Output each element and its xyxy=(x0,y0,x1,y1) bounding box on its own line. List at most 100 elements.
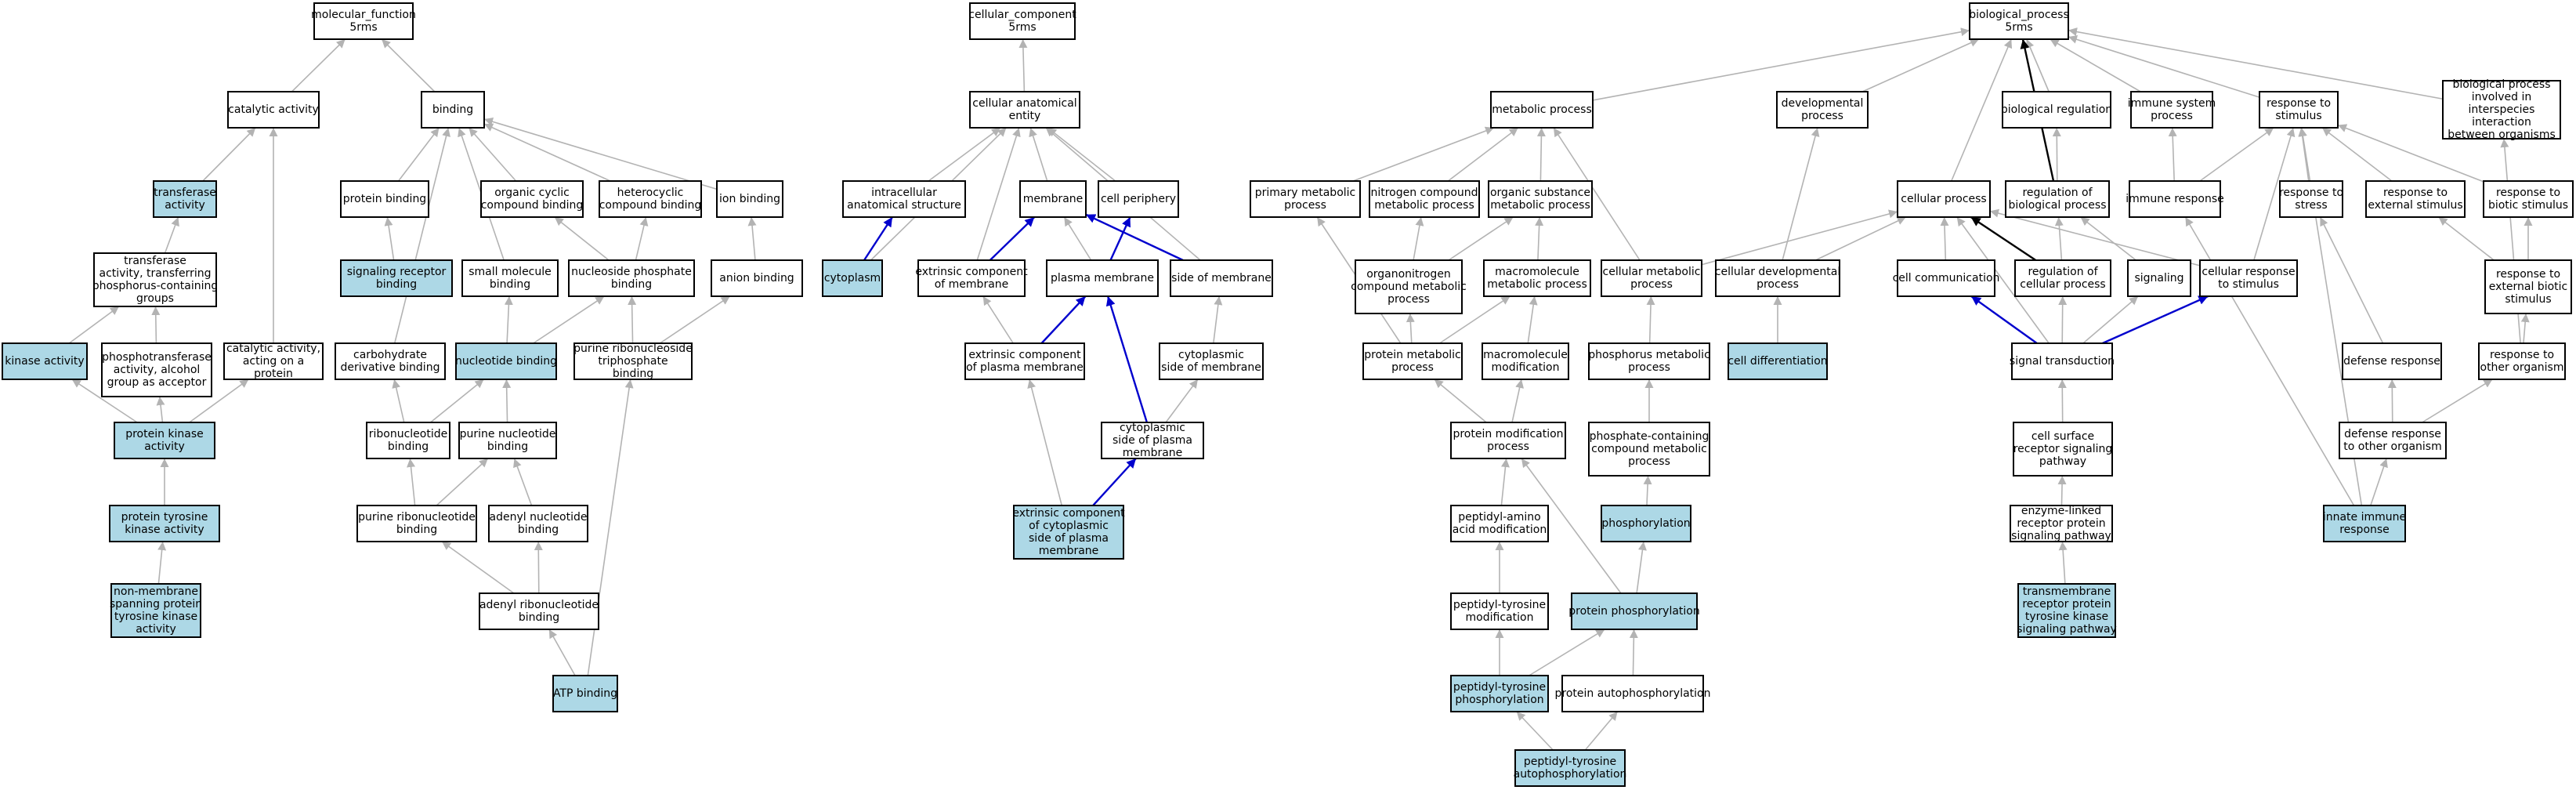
go-term-node-defense-response[interactable]: defense response xyxy=(2342,342,2442,380)
go-term-node-anion-binding[interactable]: anion binding xyxy=(711,259,803,297)
edge-enzyme_linked-to-cell_surface_receptor xyxy=(2057,475,2067,506)
go-term-node-membrane[interactable]: membrane xyxy=(1019,180,1087,218)
go-term-node-biological-regulation[interactable]: biological regulation xyxy=(2001,91,2112,129)
go-term-node-nucleotide-binding[interactable]: nucleotide binding xyxy=(455,342,557,380)
go-term-node-ion-binding[interactable]: ion binding xyxy=(716,180,783,218)
node-label-line: anatomical structure xyxy=(847,199,961,212)
go-term-node-protein-autophos[interactable]: protein autophosphorylation xyxy=(1555,675,1711,712)
node-label-line: purine ribonucleotide xyxy=(358,511,476,524)
go-term-node-protein-binding[interactable]: protein binding xyxy=(340,180,429,218)
edge-immune_response-to-response_to_stimulus xyxy=(2199,127,2274,182)
node-label-line: side of plasma xyxy=(1113,434,1192,447)
node-label-line: kinase activity xyxy=(5,355,84,368)
node-label-line: defense response xyxy=(2343,355,2440,368)
go-term-node-signaling[interactable]: signaling xyxy=(2127,259,2191,297)
go-term-node-cell-differentiation[interactable]: cell differentiation xyxy=(1728,342,1828,380)
edge-membrane-to-cellular_anatomical xyxy=(1029,127,1048,182)
go-term-node-phosphorylation[interactable]: phosphorylation xyxy=(1601,505,1691,542)
node-label-line: cellular process xyxy=(1901,193,1986,205)
node-label-line: ion binding xyxy=(719,193,780,205)
go-term-node-metabolic-process[interactable]: metabolic process xyxy=(1490,91,1594,129)
go-term-node-immune-response[interactable]: immune response xyxy=(2126,180,2224,218)
go-term-node-side-of-membrane[interactable]: side of membrane xyxy=(1170,259,1273,297)
go-term-node-signal-transduction[interactable]: signal transduction xyxy=(2010,342,2115,380)
go-term-node-cytoplasm[interactable]: cytoplasm xyxy=(822,259,883,297)
go-term-node-binding[interactable]: binding xyxy=(421,91,485,129)
node-label-line: process xyxy=(2151,110,2193,122)
edge-protein_metabolic-to-macromolecule_metabolic xyxy=(1439,295,1511,344)
go-term-node-protein-phosphorylation[interactable]: protein phosphorylation xyxy=(1568,592,1700,630)
go-term-node-kinase-activity[interactable]: kinase activity xyxy=(2,342,88,380)
go-term-node-atp-binding[interactable]: ATP binding xyxy=(552,675,618,712)
go-term-node-plasma-membrane[interactable]: plasma membrane xyxy=(1046,259,1159,297)
go-term-node-catalytic-activity[interactable]: catalytic activity xyxy=(227,91,320,129)
go-term-node-cellular-process[interactable]: cellular process xyxy=(1897,180,1991,218)
go-term-node-cell-periphery[interactable]: cell periphery xyxy=(1098,180,1179,218)
go-term-node-cell-communication[interactable]: cell communication xyxy=(1893,259,2000,297)
